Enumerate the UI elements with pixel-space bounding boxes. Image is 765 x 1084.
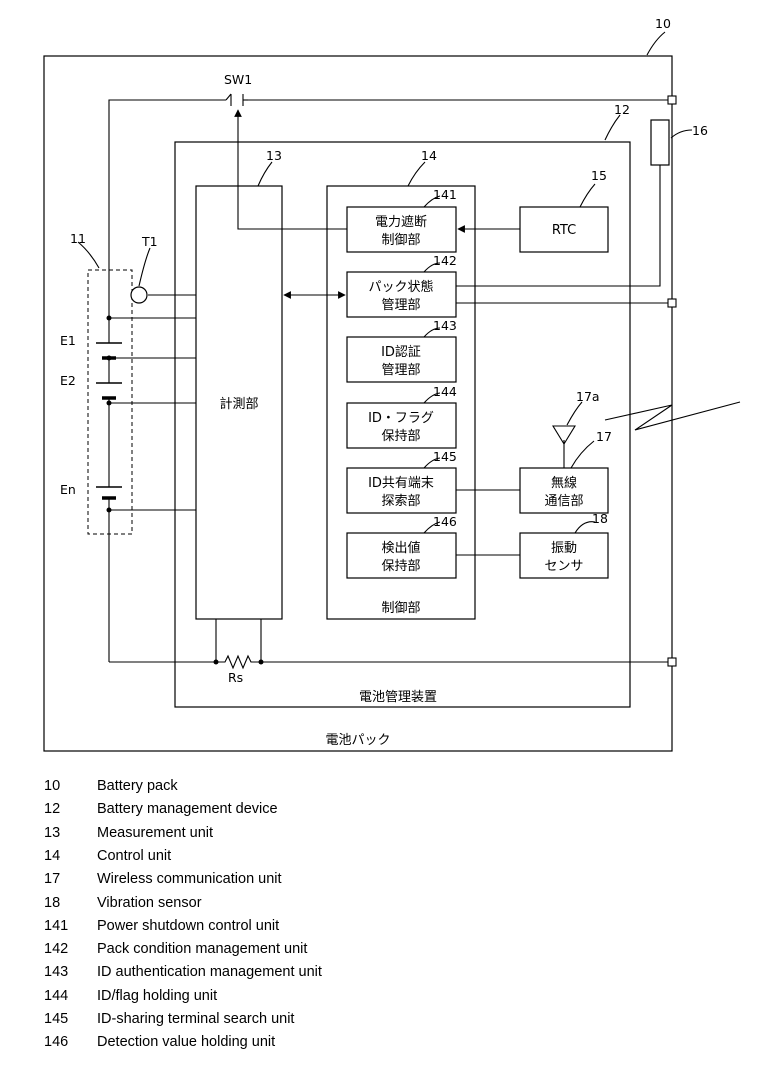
vibration-label-1: 振動 <box>551 541 577 556</box>
wireless-label-2: 通信部 <box>544 494 583 509</box>
ref-sw1: SW1 <box>224 72 252 87</box>
control-label: 制御部 <box>381 601 420 616</box>
legend-number: 145 <box>44 1011 68 1027</box>
wireless-label-1: 無線 <box>551 475 577 491</box>
ref-141: 141 <box>433 187 457 202</box>
ref-17a: 17a <box>576 389 600 404</box>
legend-description: ID-sharing terminal search unit <box>97 1011 294 1027</box>
battery-pack-label: 電池パック <box>325 733 390 748</box>
management-device-label: 電池管理装置 <box>359 690 437 705</box>
power-shutdown-label-2: 制御部 <box>381 233 420 248</box>
legend-number: 12 <box>44 801 60 817</box>
legend-number: 142 <box>44 941 68 957</box>
vibration-label-2: センサ <box>544 559 583 574</box>
legend-description: Vibration sensor <box>97 895 202 911</box>
ref-146: 146 <box>433 514 457 529</box>
detect-value-label-1: 検出値 <box>381 540 420 556</box>
id-flag-label-1: ID・フラグ <box>368 411 434 426</box>
legend-description: Wireless communication unit <box>97 871 282 887</box>
legend-number: 17 <box>44 871 60 887</box>
id-search-label-2: 探索部 <box>381 494 420 509</box>
ref-e1: E1 <box>60 333 76 348</box>
legend-description: ID authentication management unit <box>97 964 322 980</box>
connector-16 <box>651 120 669 165</box>
ref-15: 15 <box>591 168 607 183</box>
ref-11: 11 <box>70 231 86 246</box>
ref-16: 16 <box>692 123 708 138</box>
legend-number: 146 <box>44 1034 68 1050</box>
thermistor-t1 <box>131 287 147 303</box>
legend-description: ID/flag holding unit <box>97 988 217 1004</box>
pack-state-label-2: 管理部 <box>381 298 420 313</box>
ref-18: 18 <box>592 511 608 526</box>
ref-en: En <box>60 482 76 497</box>
ref-14: 14 <box>421 148 437 163</box>
legend-description: Battery management device <box>97 801 278 817</box>
legend-number: 18 <box>44 895 60 911</box>
ref-t1: T1 <box>141 234 158 249</box>
rtc-label: RTC <box>552 223 576 238</box>
ref-17: 17 <box>596 429 612 444</box>
battery-pack-diagram: 10 12 13 14 15 16 17 17a 18 141 142 143 … <box>0 0 765 770</box>
ref-142: 142 <box>433 253 457 268</box>
id-auth-label-1: ID認証 <box>381 344 421 360</box>
ref-12: 12 <box>614 102 630 117</box>
pack-state-label-1: パック状態 <box>368 279 433 295</box>
legend-description: Pack condition management unit <box>97 941 307 957</box>
id-auth-label-2: 管理部 <box>381 363 420 378</box>
id-flag-label-2: 保持部 <box>381 429 420 444</box>
ref-144: 144 <box>433 384 457 399</box>
ref-rs: Rs <box>228 670 243 685</box>
legend-number: 10 <box>44 778 60 794</box>
legend-description: Power shutdown control unit <box>97 918 279 934</box>
legend-description: Measurement unit <box>97 825 213 841</box>
ref-145: 145 <box>433 449 457 464</box>
legend-number: 143 <box>44 964 68 980</box>
legend-number: 13 <box>44 825 60 841</box>
ref-13: 13 <box>266 148 282 163</box>
ref-e2: E2 <box>60 373 76 388</box>
legend-number: 14 <box>44 848 60 864</box>
legend-description: Battery pack <box>97 778 178 794</box>
legend-description: Control unit <box>97 848 171 864</box>
detect-value-label-2: 保持部 <box>381 559 420 574</box>
ref-10: 10 <box>655 16 671 31</box>
id-search-label-1: ID共有端末 <box>368 476 434 491</box>
ref-143: 143 <box>433 318 457 333</box>
legend-number: 141 <box>44 918 68 934</box>
legend-number: 144 <box>44 988 68 1004</box>
power-shutdown-label-1: 電力遮断 <box>375 214 427 230</box>
measurement-label: 計測部 <box>219 396 258 412</box>
junctions <box>107 316 264 665</box>
legend-description: Detection value holding unit <box>97 1034 275 1050</box>
